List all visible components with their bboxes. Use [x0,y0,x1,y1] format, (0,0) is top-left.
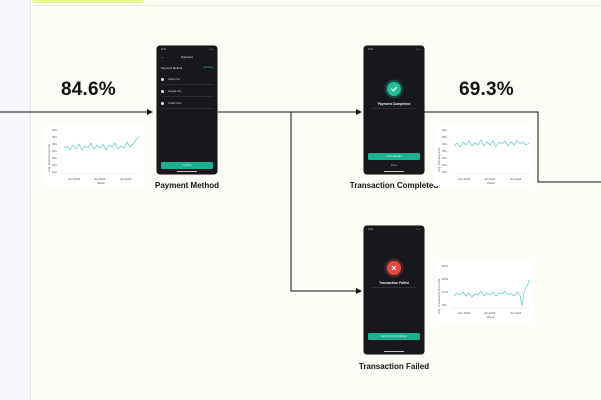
apple-icon [161,78,164,81]
status-title: Transaction Failed [379,281,409,285]
success-check-icon [387,82,401,96]
left-rail [0,0,31,400]
connector-payment-failed [290,112,362,294]
phone-payment-method[interactable]: 9:41 ••• ← Payment Payment Method Add Ne… [157,46,217,174]
done-link[interactable]: Done [391,164,397,167]
home-indicator [384,170,404,172]
series-line [453,139,530,148]
google-icon [161,90,164,93]
chart-plot-area [452,139,530,175]
top-tab-indicator[interactable] [32,0,144,3]
caption-payment-method: Payment Method [154,181,219,190]
conversion-metric-left: 84.6% [61,79,116,100]
error-close-icon [387,261,401,275]
chart-processing-time: Avg. Processing time 40s 35s 30s 25s 20s… [44,126,144,186]
payment-option-apple-pay[interactable]: Apple Pay [161,75,213,85]
top-rule [32,5,601,6]
chart-plot-area [452,279,530,309]
status-bar: 9:41 ••• [368,228,420,231]
chart-xlabel: Week [97,181,105,185]
status-bar: 9:41 ••• [161,48,213,51]
chart-xlabel: Week [487,181,495,185]
chart-xlabel: Week [487,315,495,319]
payment-option-credit-card[interactable]: Credit Card [161,99,213,109]
card-icon [161,102,164,105]
connector-out [424,111,601,183]
home-indicator [177,170,197,172]
confirm-button[interactable]: Confirm [161,162,213,169]
phone-transaction-completed[interactable]: 9:41 ••• Payment Completed View Receipt … [364,46,424,174]
view-receipt-button[interactable]: View Receipt [368,153,420,160]
series-line [63,136,140,151]
status-subtitle-line [372,108,416,109]
chart-plot-area [62,136,140,175]
caption-transaction-completed: Transaction Completed [349,181,439,190]
caption-transaction-failed: Transaction Failed [358,362,430,371]
chart-drop-offs: Avg. Transaction Drop-offs 30% 20% 10% 0… [434,262,534,322]
add-new-link[interactable]: Add New [203,66,213,69]
screen-title: Payment [181,55,193,59]
status-subtitle-line [372,287,416,288]
series-line [453,279,530,307]
home-indicator [384,350,404,352]
payment-option-google-pay[interactable]: Google Pay [161,87,213,97]
select-another-method-button[interactable]: Select Another Method [368,333,420,340]
back-arrow-icon[interactable]: ← [161,55,165,59]
status-bar: 9:41 ••• [368,48,420,51]
section-label: Payment Method [161,66,183,70]
chart-pending-time: Avg. Pending time 40s 35s 30s 25s 20s 15… [434,126,534,186]
status-title: Payment Completed [377,102,411,106]
phone-transaction-failed[interactable]: 9:41 ••• Transaction Failed Select Anoth… [364,226,424,354]
conversion-metric-right: 69.3% [459,79,514,100]
